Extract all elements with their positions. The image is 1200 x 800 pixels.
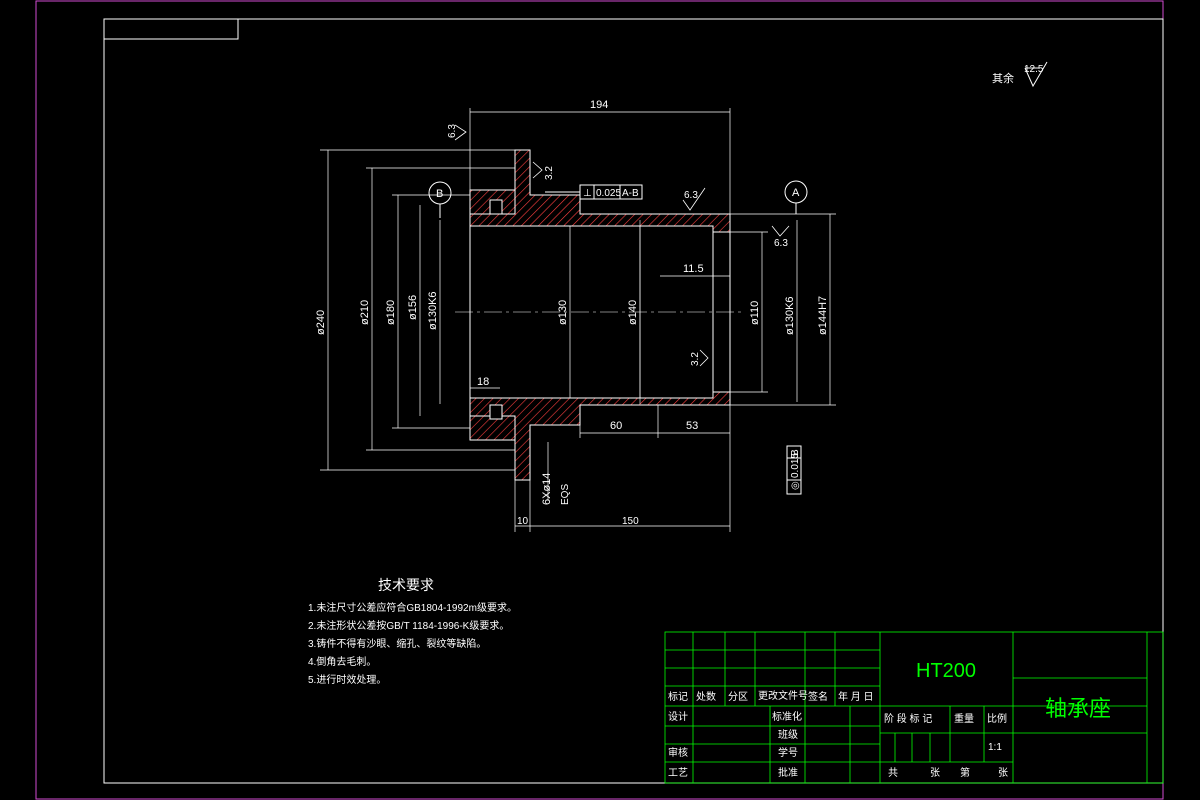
tb-standardize: 标准化 <box>772 710 802 723</box>
dim-130k6-right: ø130K6 <box>784 296 796 335</box>
tb-stage-mark: 阶 段 标 记 <box>884 712 932 725</box>
title-block-text: HT200 轴承座 1:1 标记 处数 分区 更改文件号 签名 年 月 日 设计… <box>668 660 1111 779</box>
dim-194: 194 <box>590 99 608 111</box>
tb-total: 共 <box>888 767 898 779</box>
round-value: 0.015 <box>790 453 801 478</box>
dim-holes: 6Xø14 <box>541 473 553 505</box>
runout-frame: ◎ 0.015 B <box>786 445 802 495</box>
roughness-r3: 6.3 <box>684 190 698 201</box>
roughness-symbols <box>454 124 790 367</box>
datum-a-marker: A <box>784 180 808 214</box>
roughness-values: 6.3 3.2 6.3 6.3 3.2 <box>447 124 788 366</box>
dim-60: 60 <box>610 420 622 432</box>
datum-b-marker: B <box>428 181 452 218</box>
material: HT200 <box>916 660 976 682</box>
tech-item-3: 3.铸件不得有沙眼、缩孔、裂纹等缺陷。 <box>308 637 486 650</box>
perp-ref: A-B <box>622 188 639 199</box>
tb-class: 班级 <box>778 729 798 741</box>
reverse-label-box <box>103 18 239 40</box>
scale-value: 1:1 <box>988 742 1002 753</box>
tb-process: 工艺 <box>668 767 688 779</box>
tb-change-doc: 更改文件号 <box>758 689 808 702</box>
roughness-other: 其余 12.5 <box>992 61 1048 88</box>
tb-no: 第 <box>960 766 970 779</box>
tech-item-2: 2.未注形状公差按GB/T 1184-1996-K级要求。 <box>308 619 509 632</box>
dim-10: 10 <box>517 516 529 527</box>
dimension-lines <box>320 108 836 532</box>
roughness-r5: 3.2 <box>690 352 701 366</box>
svg-text:⊥: ⊥ <box>583 188 592 199</box>
tb-design: 设计 <box>668 710 688 723</box>
dim-240: ø240 <box>315 310 327 335</box>
svg-text:◎: ◎ <box>790 481 801 490</box>
perp-value: 0.025 <box>596 188 621 199</box>
tech-item-5: 5.进行时效处理。 <box>308 673 386 686</box>
roughness-r2: 3.2 <box>544 166 555 180</box>
tb-count: 处数 <box>696 690 716 703</box>
tech-item-1: 1.未注尺寸公差应符合GB1804-1992m级要求。 <box>308 601 517 614</box>
dim-144h7: ø144H7 <box>817 296 829 335</box>
round-ref: B <box>790 449 801 456</box>
roughness-r4: 6.3 <box>774 238 788 249</box>
roughness-other-value: 12.5 <box>1024 64 1044 75</box>
dim-holes-eqs: EQS <box>560 484 571 505</box>
dim-53: 53 <box>686 420 698 432</box>
datum-a-label: A <box>792 187 800 199</box>
tb-sheet: 张 <box>998 767 1008 779</box>
tb-weight: 重量 <box>954 712 974 725</box>
tb-approve: 批准 <box>778 766 798 779</box>
dim-11-5: 11.5 <box>683 263 704 275</box>
lower-flange-hatch <box>469 415 516 441</box>
tb-zone: 分区 <box>728 691 748 703</box>
dim-150: 150 <box>622 516 639 527</box>
tb-review: 审核 <box>668 746 688 759</box>
dim-110: ø110 <box>749 301 761 325</box>
tb-ratio: 比例 <box>987 712 1007 725</box>
sheet-inner-border <box>103 18 1164 784</box>
roughness-other-label: 其余 <box>992 71 1014 85</box>
tb-date: 年 月 日 <box>838 690 874 703</box>
perpendicularity-frame: ⊥ 0.025 A-B <box>545 184 643 200</box>
dimension-texts: 194 ø240 ø210 ø180 ø156 ø130K6 ø130 ø140… <box>315 99 829 527</box>
dim-130k6-left: ø130K6 <box>427 291 439 330</box>
dim-156: ø156 <box>407 295 419 320</box>
datum-b-label: B <box>436 188 443 200</box>
tb-signature: 签名 <box>808 690 828 703</box>
tb-sheets: 张 <box>930 767 940 779</box>
tb-student-no: 学号 <box>778 746 798 759</box>
dim-140: ø140 <box>627 300 639 325</box>
tech-requirements: 技术要求 1.未注尺寸公差应符合GB1804-1992m级要求。 2.未注形状公… <box>308 577 517 686</box>
dim-180: ø180 <box>385 300 397 325</box>
dim-18: 18 <box>477 376 489 388</box>
dim-130: ø130 <box>557 300 569 325</box>
tech-heading: 技术要求 <box>378 577 434 593</box>
tb-mark: 标记 <box>668 691 688 703</box>
roughness-r1: 6.3 <box>447 124 458 138</box>
dim-210: ø210 <box>359 300 371 325</box>
tech-item-4: 4.倒角去毛刺。 <box>308 656 376 668</box>
title-block <box>664 631 1164 784</box>
drawing-title: 轴承座 <box>1045 696 1111 721</box>
